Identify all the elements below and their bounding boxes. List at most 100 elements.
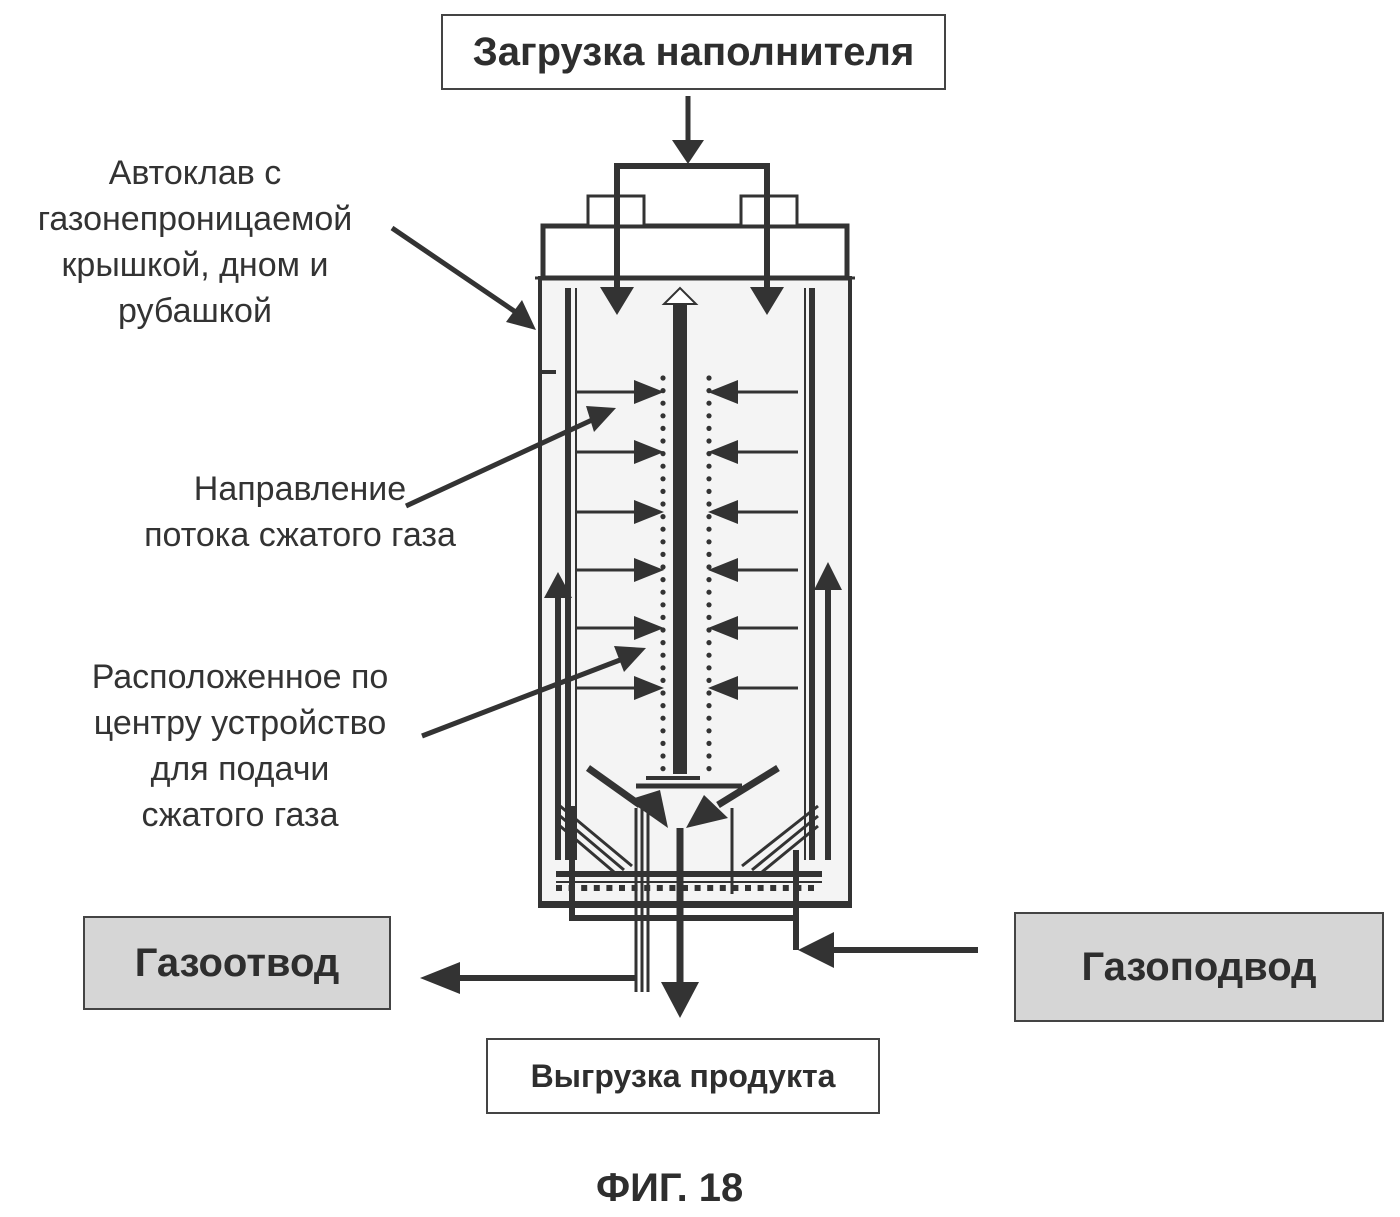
feed-pipe [614, 163, 770, 300]
flow-arrow-right-head [708, 500, 738, 524]
perforation-dot [706, 690, 712, 696]
distributor-dot [556, 885, 562, 891]
flow-arrow-right-head [708, 380, 738, 404]
flow-arrow-right-head [708, 440, 738, 464]
perforation-dot [706, 413, 712, 419]
flow-arrow-left-head [634, 616, 664, 640]
annotation-central-line: сжатого газа [141, 796, 339, 834]
perforation-dot [660, 438, 666, 444]
autoclave-vessel [538, 276, 852, 908]
gas-inlet-box: Газоподвод [1014, 912, 1384, 1022]
perforation-dot [706, 476, 712, 482]
distributor-dot [770, 885, 777, 891]
filler-loading-box: Загрузка наполнителя [441, 14, 946, 90]
perforation-dot [706, 640, 712, 646]
leader-autoclave [390, 225, 522, 318]
perforation-dot [660, 640, 666, 646]
annotation-central-line: Расположенное по [91, 658, 389, 696]
perforation-dot [660, 413, 666, 419]
gas-outlet-return [569, 806, 799, 921]
perforation-dot [706, 577, 712, 583]
annotation-central-device: Расположенное по центру устройство для п… [50, 654, 430, 838]
gas-inlet-arrowhead [798, 932, 834, 968]
perforation-dot [706, 514, 712, 520]
perforation-dot [660, 690, 666, 696]
perforation-dot [706, 463, 712, 469]
perforation-dot [706, 425, 712, 431]
bottom-distributor-dots [556, 885, 814, 891]
cone-arrow-right-head [686, 795, 728, 828]
perforation-dot [706, 375, 712, 381]
perforation-dot [660, 501, 666, 507]
perforation-dot [706, 589, 712, 595]
perforation-dot [706, 665, 712, 671]
perforation-dot [660, 488, 666, 494]
annotation-autoclave-line: газонепроницаемой [37, 200, 353, 238]
perforation-dot [660, 728, 666, 734]
distributor-dot [745, 885, 751, 891]
jacket-up-arrow-left [544, 572, 572, 598]
distributor-dot [606, 885, 613, 891]
perforation-dot [660, 463, 666, 469]
autoclave-lid [540, 223, 850, 281]
annotation-flow-direction: Направление потока сжатого газа [80, 466, 520, 558]
annotation-central-line: для подачи [150, 750, 330, 788]
distributor-dot [782, 885, 789, 891]
leader-flow-head [586, 406, 616, 432]
perforation-dot [706, 501, 712, 507]
jacket-up-arrow-right [814, 562, 842, 590]
annotation-autoclave-line: Автоклав с [108, 154, 282, 192]
perforation-dot [706, 614, 712, 621]
perforation-dot [660, 551, 666, 558]
perforation-dot [706, 753, 712, 759]
perforation-dot [660, 539, 666, 545]
distributor-dot [656, 885, 663, 891]
perforation-dot [660, 564, 666, 570]
central-pipe-arrow-outline [661, 286, 699, 305]
flow-arrow-right-head [708, 558, 738, 582]
perforation-dot [706, 766, 712, 772]
perforation-dot [706, 652, 712, 658]
perforation-dot [660, 514, 666, 520]
annotation-flow-line: потока сжатого газа [144, 516, 456, 554]
distributor-dot [757, 885, 764, 891]
perforation-dot [660, 425, 666, 431]
leader-flow [404, 417, 594, 509]
distributor-dot [669, 885, 676, 891]
perforation-dot [660, 753, 666, 759]
perforation-dot [706, 728, 712, 734]
perforation-dot [706, 564, 712, 570]
perforation-dot [660, 476, 666, 482]
leader-central [421, 657, 621, 739]
perforation-dot [660, 740, 666, 747]
leader-autoclave-head [506, 300, 536, 330]
perforation-dot [660, 400, 666, 406]
distributor-dot [707, 885, 714, 891]
annotation-flow-line: Направление [193, 470, 407, 508]
flow-arrow-left-head [634, 500, 664, 524]
perforation-dot [706, 715, 712, 721]
distributor-dot [694, 885, 701, 891]
cone-arrow-right-shaft [716, 765, 780, 808]
feed-arrow-right [750, 287, 784, 315]
perforation-dot [706, 539, 712, 545]
perforation-dot [660, 677, 666, 684]
annotation-central-line: центру устройство [93, 704, 387, 742]
perforation-dot [660, 375, 666, 381]
cone-wall-right-2 [751, 814, 819, 872]
distributor-dot [593, 885, 600, 891]
perforation-dot [660, 589, 666, 595]
cone-arrow-left-shaft [585, 765, 643, 808]
perforation-dot [706, 740, 712, 747]
flow-arrow-left-head [634, 380, 664, 404]
perforation-dot [706, 703, 712, 709]
perforation-dot [706, 438, 712, 444]
annotation-autoclave: Автоклав с газонепроницаемой крышкой, дн… [0, 150, 390, 334]
distributor-dot [682, 885, 688, 891]
feed-arrowhead [672, 140, 704, 164]
annotation-autoclave-line: рубашкой [118, 292, 272, 330]
distributor-dot [808, 885, 814, 891]
perforation-dot [706, 551, 712, 558]
distributor-dot [719, 885, 726, 891]
